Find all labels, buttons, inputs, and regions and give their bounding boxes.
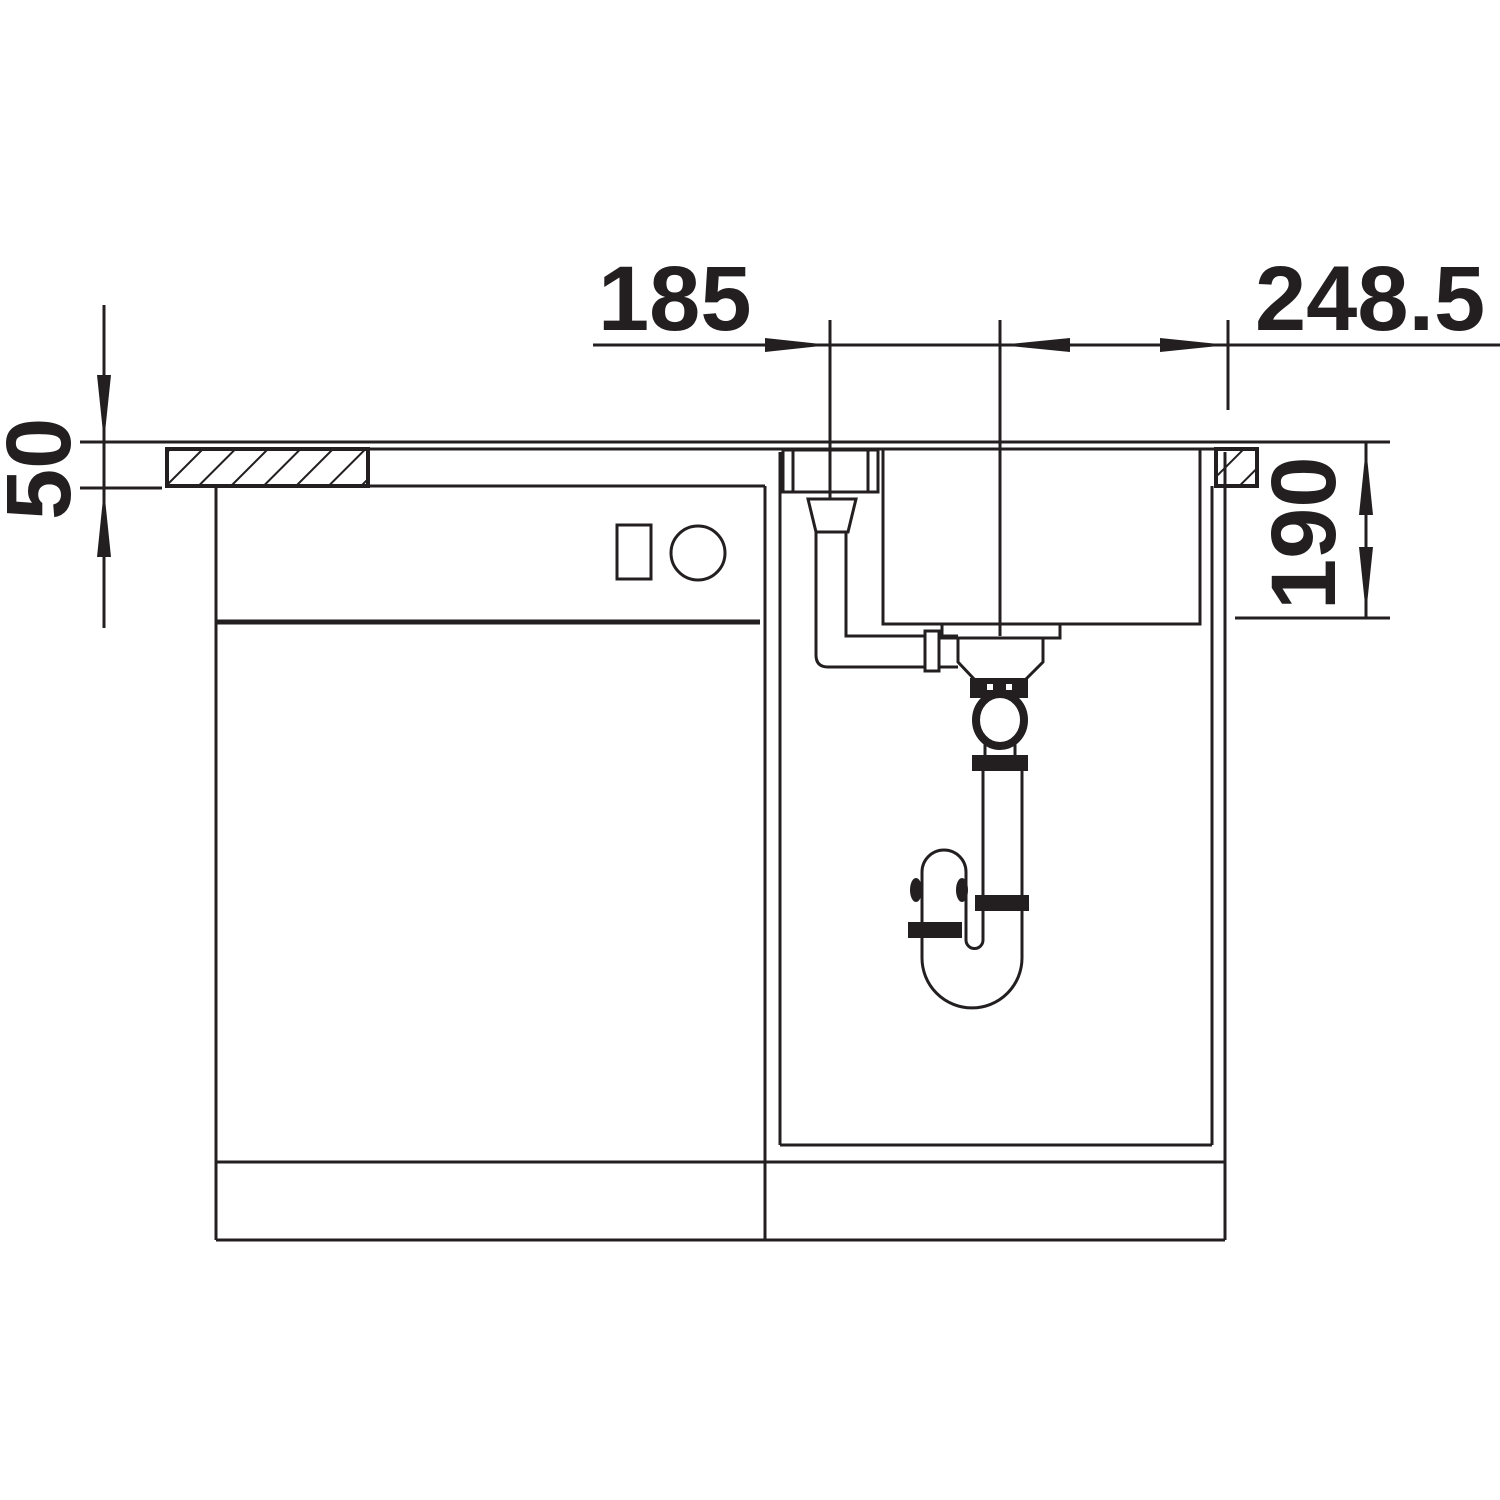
bowl-depth-dimension — [1235, 442, 1390, 620]
countertop-thickness-dimension — [80, 305, 1390, 628]
control-knob-icon — [669, 524, 727, 582]
dishwasher-cabinet — [214, 486, 1225, 1242]
dimension-185-label: 185 — [598, 248, 752, 350]
horizontal-dimension-line — [593, 320, 1500, 636]
control-button-icon — [615, 523, 653, 581]
dimension-190-label: 190 — [1253, 457, 1355, 611]
overflow-pipe — [814, 532, 958, 673]
sink-cabinet — [778, 452, 1227, 1240]
dimension-50-label: 50 — [0, 418, 90, 520]
dimension-248-5-label: 248.5 — [1255, 248, 1485, 350]
countertop — [165, 447, 1259, 488]
drain-trap — [908, 622, 1062, 1010]
